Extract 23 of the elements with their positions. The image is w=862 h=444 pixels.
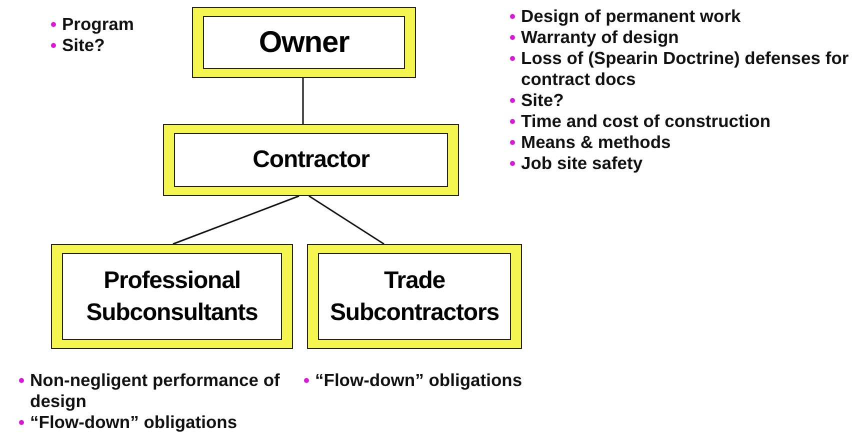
double-border-box	[307, 244, 522, 349]
bullet-item: Non-negligent performance of design	[6, 370, 286, 412]
connector-line	[302, 78, 304, 124]
node-title: Trade Subcontractors	[329, 266, 500, 328]
bullet-item: Means & methods	[497, 132, 859, 153]
node-title: Contractor	[252, 145, 370, 176]
bullet-item: Time and cost of construction	[497, 111, 859, 132]
bullet-item: “Flow-down” obligations	[6, 412, 286, 433]
double-border-box	[51, 244, 293, 349]
bullet-item: Program	[46, 14, 186, 35]
connector-line	[172, 195, 300, 245]
node-title: Professional Subconsultants	[85, 266, 259, 328]
bullet-item: Site?	[497, 90, 859, 111]
double-border-box	[163, 124, 459, 196]
bullet-item: Loss of (Spearin Doctrine) defenses for contract docs	[497, 48, 859, 90]
bullet-item: Site?	[46, 35, 186, 56]
bullet-item: Job site safety	[497, 153, 859, 174]
double-border-box	[192, 7, 416, 78]
bullet-item: Design of permanent work	[497, 6, 859, 27]
node-title: Owner	[258, 25, 350, 61]
connector-line	[308, 195, 384, 245]
bullet-item: “Flow-down” obligations	[291, 370, 551, 391]
bullet-item: Warranty of design	[497, 27, 859, 48]
